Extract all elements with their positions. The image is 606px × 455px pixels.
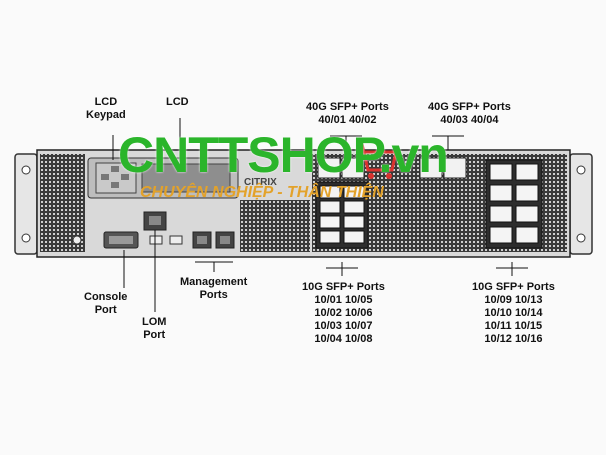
sfp-port-left-2 [319,200,341,214]
sfp-port-right-2 [489,184,513,202]
power-button-icon [72,235,82,245]
management-port-2-socket [220,236,230,244]
lom-port-socket [149,216,161,225]
management-port-1-socket [197,236,207,244]
sfp-port-left-5 [343,185,365,199]
console-port-pins [109,236,133,244]
keypad-down-icon [111,182,119,188]
sfp-port-left-4 [319,230,341,244]
sfp-port-left-3 [319,215,341,229]
keypad-right-icon [121,174,129,180]
label-console: Console Port [84,291,128,316]
label-management: Management Ports [180,276,248,301]
sfp-port-right-6 [515,184,539,202]
watermark-cart-icon [356,142,398,179]
label-sfp-left: 10G SFP+ Ports 10/01 10/05 10/02 10/06 1… [302,281,385,345]
sfp-port-block-left [315,181,369,249]
right-ear-screw-bottom [576,233,586,243]
qsfp-port-40-03 [419,157,443,179]
lcd-screen [141,163,231,193]
sfp-port-left-6 [343,200,365,214]
sfp-port-right-1 [489,163,513,181]
left-ear-screw-bottom [21,233,31,243]
sfp-port-left-1 [319,185,341,199]
usb-port-1 [149,235,163,245]
label-sfp-right: 10G SFP+ Ports 10/09 10/13 10/10 10/14 1… [472,281,555,345]
keypad-up-icon [111,166,119,172]
label-lcd-keypad: LCD Keypad [86,96,126,121]
sfp-port-right-7 [515,205,539,223]
sfp-port-right-8 [515,226,539,244]
left-ear-screw-top [21,165,31,175]
watermark-brand: CNTTSHOP.vn [118,127,449,183]
keypad-left-icon [101,174,109,180]
qsfp-port-group-right [419,157,467,179]
label-qsfp-left: 40G SFP+ Ports 40/01 40/02 [306,101,389,126]
qsfp-port-40-01 [317,157,341,179]
sfp-port-left-8 [343,230,365,244]
label-qsfp-right: 40G SFP+ Ports 40/03 40/04 [428,101,511,126]
usb-port-2 [169,235,183,245]
watermark-tagline: CHUYÊN NGHIỆP - THÂN THIỆN [140,184,384,201]
qsfp-port-group-left [317,157,365,179]
center-vent-grille [240,200,310,252]
sfp-port-right-5 [515,163,539,181]
sfp-port-block-right [485,159,543,249]
sfp-port-left-7 [343,215,365,229]
qsfp-port-40-04 [443,157,467,179]
right-ear-screw-top [576,165,586,175]
device-logo: CITRIX [244,177,277,188]
qsfp-port-40-02 [341,157,365,179]
sfp-port-right-3 [489,205,513,223]
label-lom: LOM Port [142,316,167,341]
label-lcd: LCD [166,96,189,108]
sfp-port-right-4 [489,226,513,244]
